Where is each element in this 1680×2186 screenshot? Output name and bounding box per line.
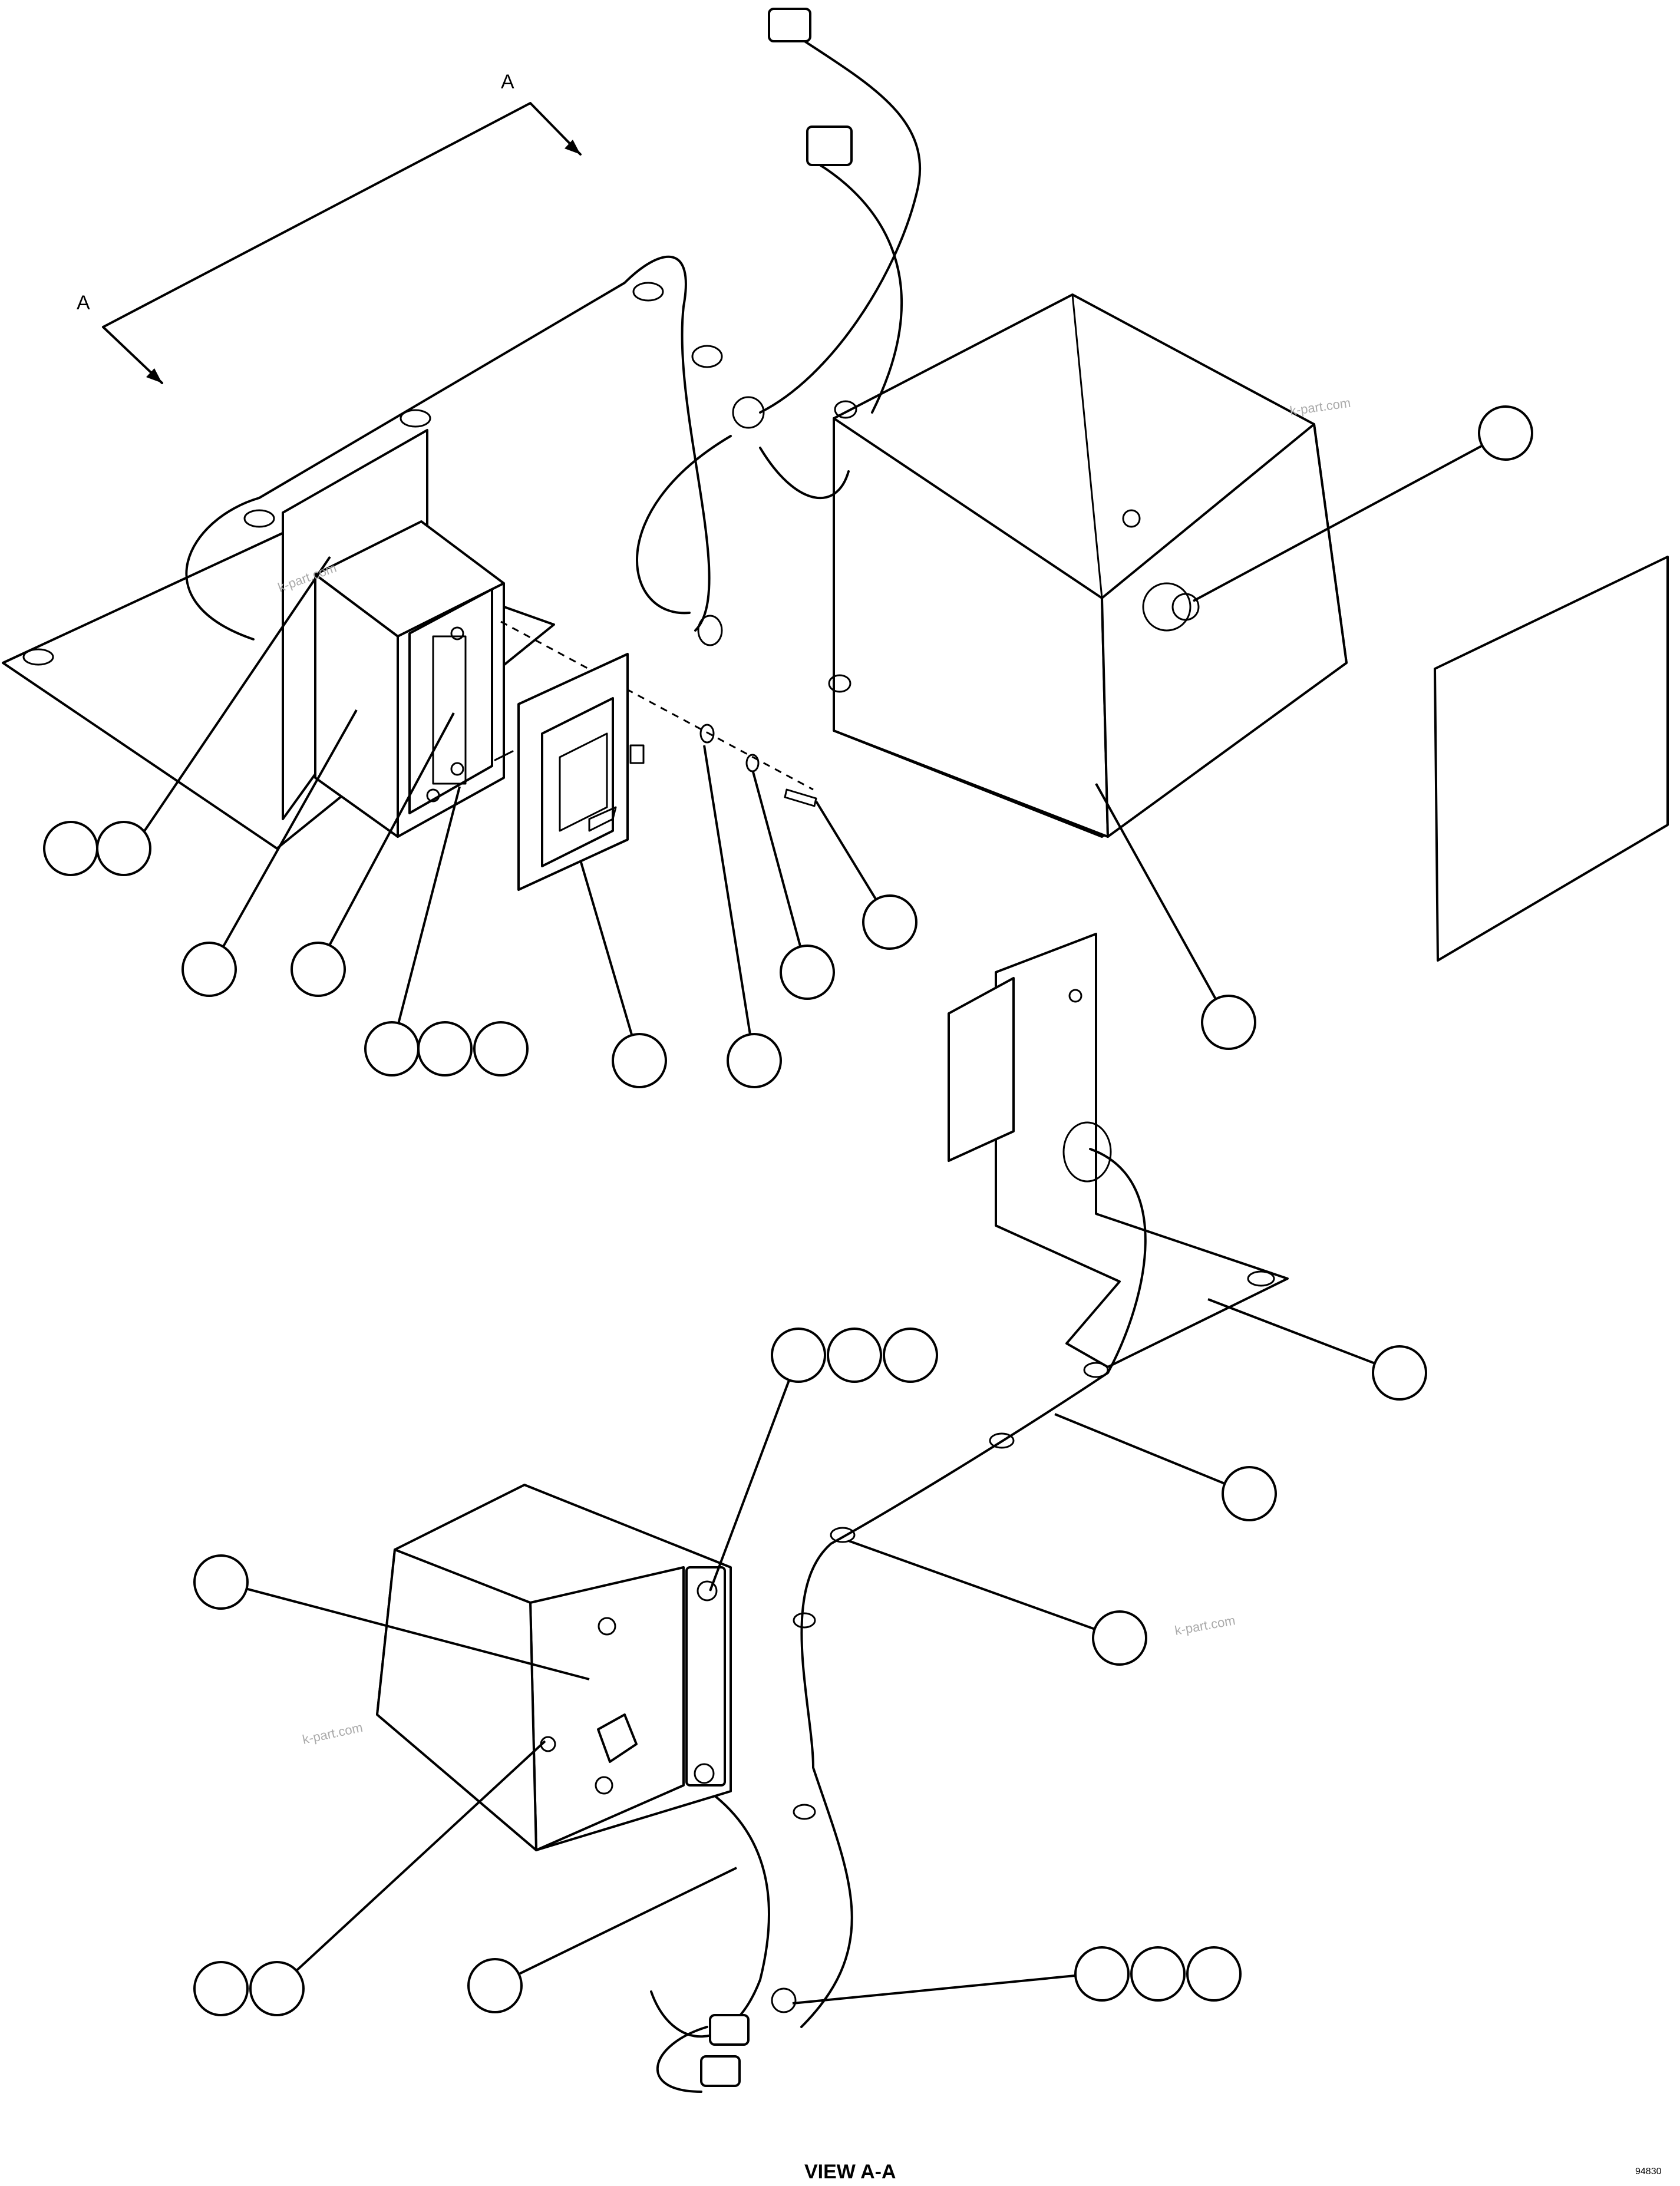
cable-clamp xyxy=(400,409,431,428)
callout-balloon xyxy=(181,942,237,997)
callout-balloon xyxy=(1130,1946,1186,2002)
harness-clip xyxy=(1083,1362,1109,1378)
callout-balloon xyxy=(1201,995,1256,1050)
drawing-code: 94830 xyxy=(1635,2167,1662,2177)
callout-balloon xyxy=(612,1033,667,1088)
harness-clip xyxy=(830,1527,856,1543)
callout-balloon xyxy=(43,821,98,876)
callout-balloon xyxy=(1092,1610,1147,1666)
callout-balloon xyxy=(1186,1946,1242,2002)
cover-bolt xyxy=(834,400,857,419)
callout-balloon xyxy=(473,1021,529,1077)
section-label-right: A xyxy=(501,71,514,93)
section-label-left: A xyxy=(77,292,90,314)
loose-cover-panel xyxy=(1434,556,1669,962)
terminal-lug xyxy=(732,396,765,429)
watermark-text: k-part.com xyxy=(301,1720,364,1747)
callout-balloon xyxy=(1074,1946,1130,2002)
watermark-text: k-part.com xyxy=(1289,395,1351,418)
enclosure-box xyxy=(828,293,1348,838)
callout-balloon xyxy=(771,1328,826,1383)
plug-connector xyxy=(768,8,811,42)
harness-clip xyxy=(989,1432,1015,1449)
mounting-flange xyxy=(685,1566,726,1787)
callout-balloon xyxy=(862,894,917,950)
connector-socket xyxy=(1062,1121,1112,1183)
washer xyxy=(699,724,715,744)
plug-connector xyxy=(709,2014,750,2046)
callout-balloon xyxy=(1478,405,1533,461)
watermark-text: k-part.com xyxy=(1174,1613,1237,1638)
section-line-a-a: A A xyxy=(77,71,582,384)
terminal-bolt xyxy=(426,788,440,803)
callout-balloon xyxy=(780,945,835,1000)
upper-cable-harness xyxy=(185,8,921,646)
callout-balloon xyxy=(467,1958,523,2013)
lower-enclosure xyxy=(376,1484,732,1851)
lock-washer xyxy=(745,754,760,772)
callout-balloon xyxy=(727,1033,782,1088)
terminal-bolt xyxy=(450,626,464,640)
callout-balloon xyxy=(1222,1466,1277,1521)
callout-balloon xyxy=(96,821,151,876)
callout-balloon xyxy=(249,1961,305,2016)
small-parts xyxy=(699,724,817,807)
plug-connector xyxy=(806,126,853,166)
callout-balloon xyxy=(193,1961,249,2016)
callout-balloon xyxy=(1372,1345,1427,1401)
view-title: VIEW A-A xyxy=(804,2161,896,2183)
ring-terminal xyxy=(771,1987,797,2013)
callouts xyxy=(43,405,1533,2016)
socket-knob xyxy=(1171,593,1200,621)
socket-knob xyxy=(1142,582,1191,632)
harness-clip xyxy=(793,1612,816,1629)
cover-bolt xyxy=(828,674,851,693)
cable-clamp xyxy=(243,509,275,528)
pin xyxy=(784,788,817,807)
callout-balloon xyxy=(883,1328,938,1383)
terminal-bolt xyxy=(450,762,464,776)
switch-cover xyxy=(517,653,645,891)
callout-balloon xyxy=(364,1021,420,1077)
lower-cable-harness xyxy=(635,1148,1147,2093)
callout-balloon xyxy=(291,942,346,997)
harness-clip xyxy=(793,1804,816,1820)
callout-balloon xyxy=(827,1328,882,1383)
cable-clamp xyxy=(632,282,664,302)
ring-terminal xyxy=(691,345,723,368)
ring-terminal xyxy=(697,615,723,646)
cable-gland xyxy=(597,1713,638,1763)
hinge-pin xyxy=(1122,509,1141,528)
plug-connector xyxy=(700,2055,741,2087)
callout-balloon xyxy=(193,1554,249,1610)
callout-balloon xyxy=(417,1021,473,1077)
